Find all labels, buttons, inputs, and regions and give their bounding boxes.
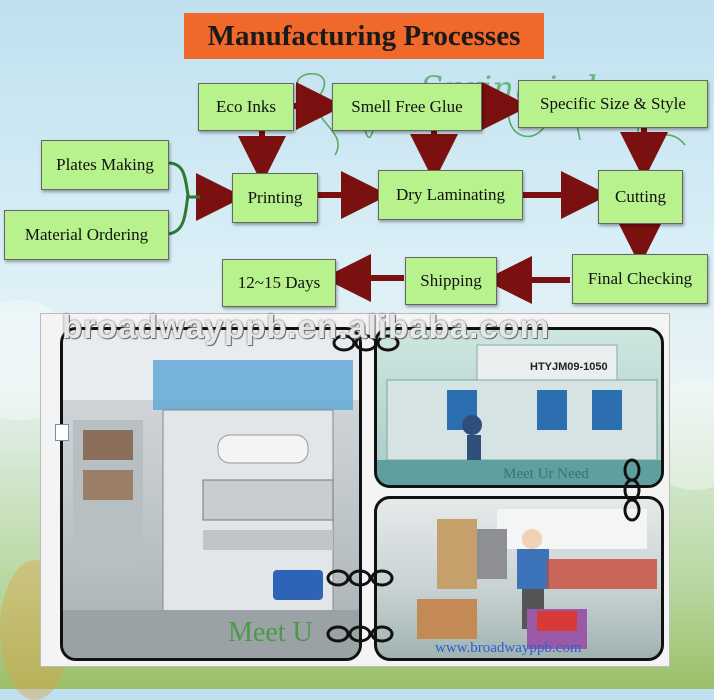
alibaba-watermark: broadwayppb.en.alibaba.com xyxy=(62,308,551,345)
laminating-machine-photo xyxy=(60,327,362,661)
meet-your-need-caption: Meet Ur Need xyxy=(503,466,589,482)
meet-u-caption: Meet U xyxy=(228,617,313,648)
website-url-caption: www.broadwayppb.com xyxy=(435,640,582,656)
step-cutting: Cutting xyxy=(598,170,683,224)
document-icon xyxy=(55,424,69,441)
bag-making-photo xyxy=(374,496,664,661)
step-printing: Printing xyxy=(232,173,318,223)
step-shipping: Shipping xyxy=(405,257,497,305)
printing-machine-photo xyxy=(374,327,664,488)
step-plates-making: Plates Making xyxy=(41,140,169,190)
step-eco-inks: Eco Inks xyxy=(198,83,294,131)
step-material-ordering: Material Ordering xyxy=(4,210,169,260)
step-final-checking: Final Checking xyxy=(572,254,708,304)
step-lead-time: 12~15 Days xyxy=(222,259,336,307)
step-dry-laminating: Dry Laminating xyxy=(378,170,523,220)
input-bracket xyxy=(167,161,190,236)
step-specific-size-style: Specific Size & Style xyxy=(518,80,708,128)
step-smell-free-glue: Smell Free Glue xyxy=(332,83,482,131)
machine-model-label: HTYJM09-1050 xyxy=(530,361,608,373)
page-title: Manufacturing Processes xyxy=(184,13,544,59)
